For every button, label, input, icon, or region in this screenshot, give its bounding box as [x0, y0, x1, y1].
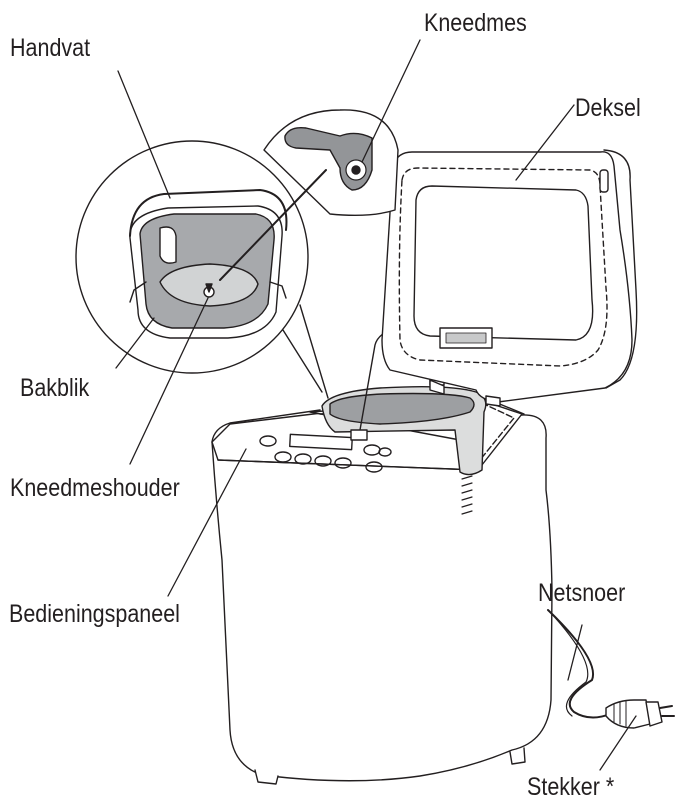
- control-panel: [211, 411, 479, 473]
- panel-button: [274, 451, 292, 463]
- kneading-blade: [284, 126, 373, 191]
- leader-lines: [115, 39, 637, 771]
- leader-kneedmeshouder: [129, 297, 209, 465]
- label-deksel: Deksel: [575, 94, 641, 122]
- panel-button: [259, 435, 277, 447]
- label-kneedmeshouder: Kneedmeshouder: [10, 474, 180, 502]
- label-stekker: Stekker *: [527, 773, 615, 801]
- pan-closeup: [129, 189, 288, 339]
- machine-body: [211, 399, 553, 785]
- plug: [605, 699, 675, 729]
- panel-button: [334, 457, 352, 469]
- leader-handvat: [117, 70, 171, 199]
- leader-kneedmes: [361, 39, 421, 163]
- power-cord: [547, 609, 611, 719]
- panel-button: [294, 453, 312, 465]
- label-bakblik: Bakblik: [20, 374, 90, 402]
- panel-button: [378, 447, 392, 457]
- label-netsnoer: Netsnoer: [538, 579, 626, 607]
- panel-button: [314, 455, 332, 467]
- leader-bakblik: [115, 317, 155, 369]
- leader-bedieningspaneel: [167, 448, 247, 597]
- label-handvat: Handvat: [10, 34, 91, 62]
- label-kneedmes: Kneedmes: [424, 9, 527, 37]
- leader-netsnoer: [567, 624, 583, 681]
- leader-stekker: [599, 715, 637, 771]
- baking-pan: [321, 321, 487, 476]
- lid: [381, 149, 638, 407]
- panel-button: [365, 461, 383, 473]
- label-bedieningspaneel: Bedieningspaneel: [9, 600, 180, 628]
- leader-deksel: [515, 104, 575, 181]
